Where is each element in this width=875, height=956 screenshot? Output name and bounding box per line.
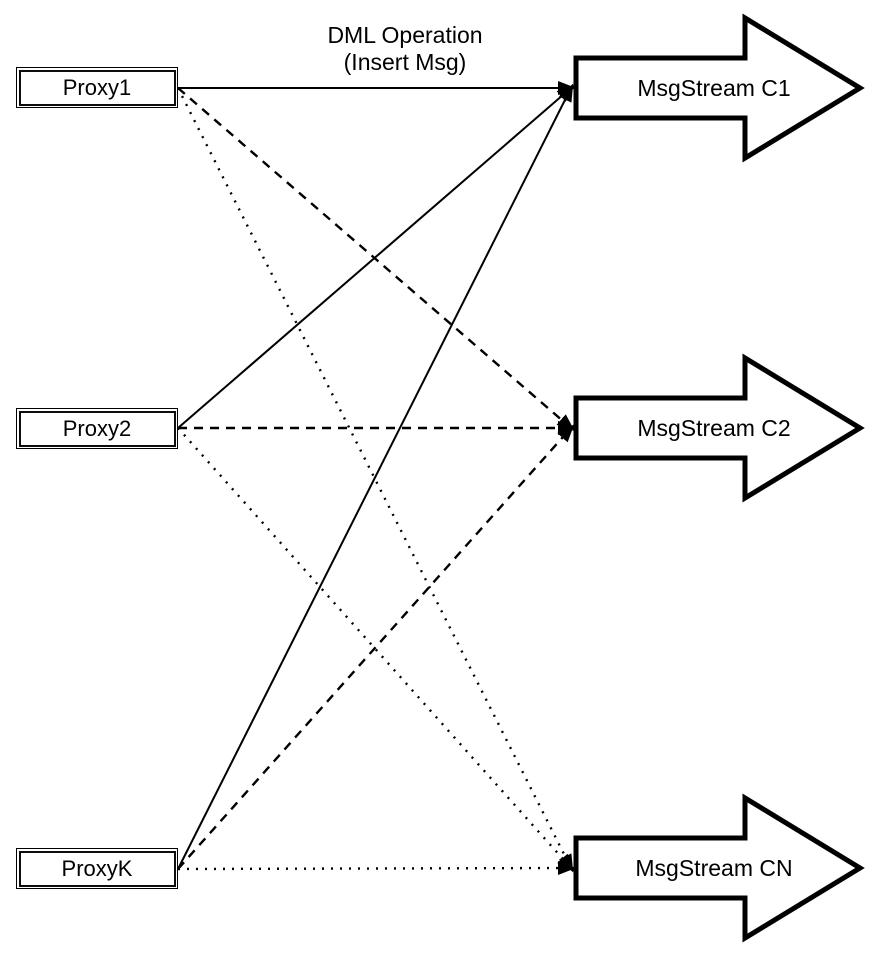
msgstream-c2-label: MsgStream C2 <box>637 415 790 441</box>
proxyk-node: ProxyK <box>16 848 178 889</box>
proxy2-label: Proxy2 <box>18 410 176 447</box>
msgstream-cn-shape <box>573 793 865 943</box>
edge-proxyk-to-cn <box>177 861 576 876</box>
proxy2-node: Proxy2 <box>16 408 178 449</box>
msgstream-c2-arrow: MsgStream C2 <box>573 353 865 503</box>
msgstream-c1-label: MsgStream C1 <box>637 75 790 101</box>
proxyk-label: ProxyK <box>18 850 176 887</box>
proxy1-label: Proxy1 <box>18 69 176 106</box>
edge-layer <box>176 81 576 876</box>
msgstream-c2-shape <box>573 353 865 503</box>
msgstream-c1-arrow: MsgStream C1 <box>573 13 865 163</box>
edge-proxyk-to-c2 <box>177 424 575 870</box>
dml-operation-caption: DML Operation (Insert Msg) <box>327 22 482 76</box>
caption-line2: (Insert Msg) <box>343 49 467 75</box>
caption-line1: DML Operation <box>327 22 483 48</box>
edge-proxy2-to-c1 <box>177 84 575 429</box>
msgstream-cn-label: MsgStream CN <box>635 855 792 881</box>
proxy1-node: Proxy1 <box>16 67 178 108</box>
msgstream-c1-shape <box>573 13 865 163</box>
edge-proxyk-to-c1 <box>177 83 574 870</box>
msgstream-cn-arrow: MsgStream CN <box>573 793 865 943</box>
edge-proxy1-to-cn <box>176 87 574 873</box>
